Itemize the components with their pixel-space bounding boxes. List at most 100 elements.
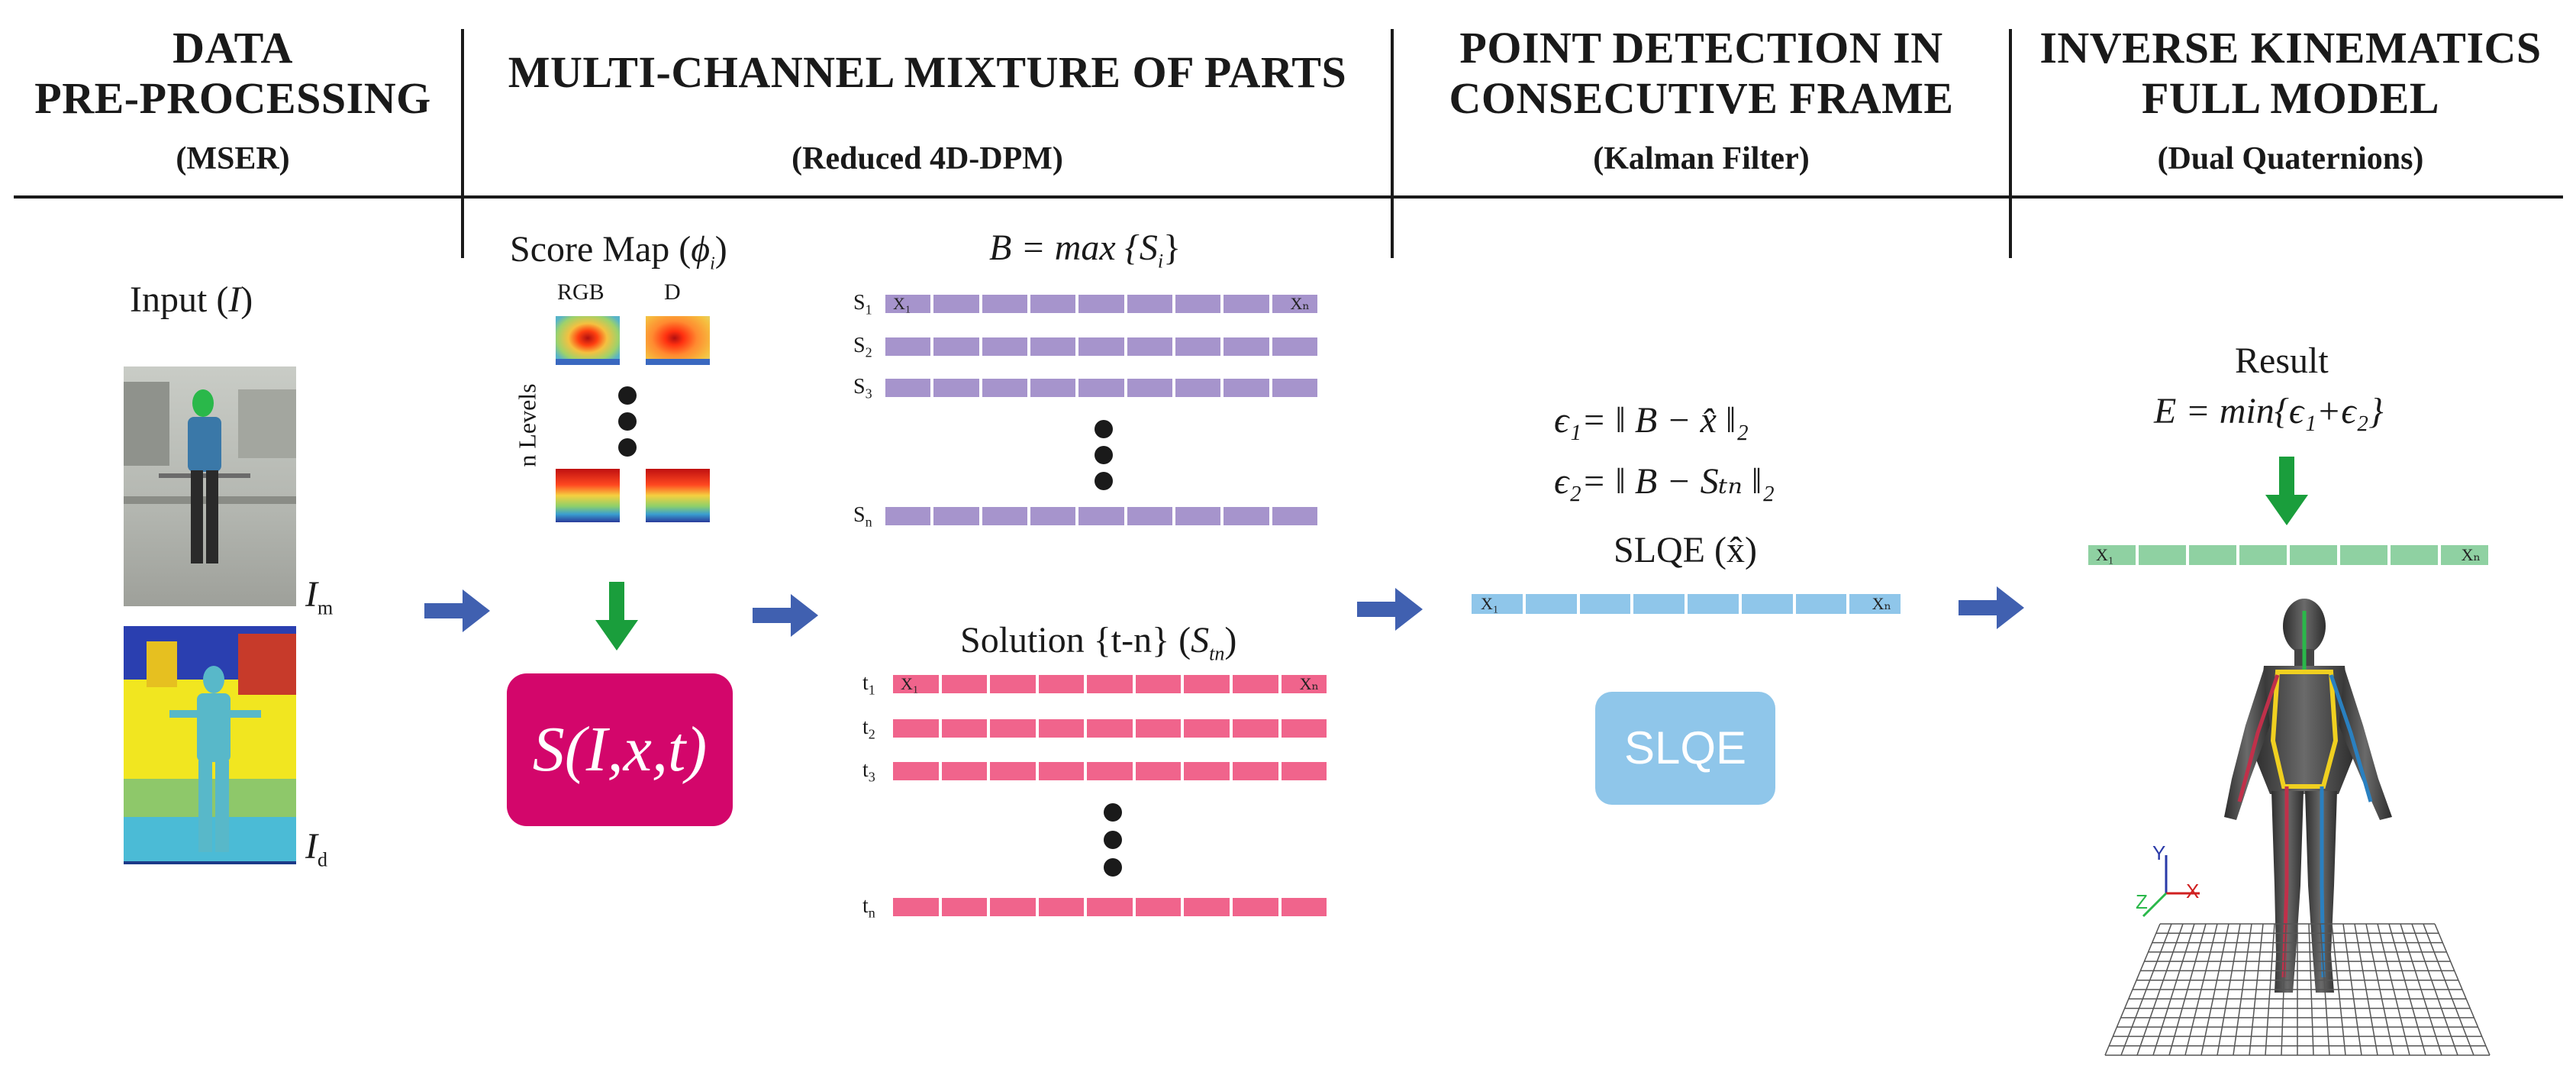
best-label: B = max {Si} (989, 228, 1181, 283)
time_rows-segment (1087, 719, 1133, 738)
time_rows-segment (1184, 898, 1230, 916)
score_rows-segment (1030, 337, 1076, 356)
slqe-label: SLQE (x̂) (1614, 530, 1757, 570)
score_rows-segment (885, 379, 931, 397)
time-rows-dot-3 (1104, 858, 1122, 877)
axis-x-label: X (2186, 880, 2200, 902)
time_rows-segment (1184, 762, 1230, 780)
input-label-close: ) (240, 279, 253, 320)
score-map-var: ϕ (691, 229, 711, 270)
best-label-text: B = max {S (989, 228, 1158, 268)
time-rows-dot-1 (1104, 803, 1122, 822)
score_rows-segment (982, 507, 1027, 525)
time_rows-segment (990, 719, 1036, 738)
score_rows-segment (1272, 379, 1317, 397)
time_rows-segment (1281, 762, 1327, 780)
time_rows-segment (990, 762, 1036, 780)
solution-label-text: Solution {t-n} ( (960, 620, 1191, 660)
input-label-text: Input ( (130, 279, 229, 320)
header-point-detection-sub: (Kalman Filter) (1593, 141, 1810, 176)
time_rows-segment (893, 719, 939, 738)
slqe-bar-seg (1633, 594, 1685, 614)
score-map-dot-3 (618, 438, 637, 457)
result-bar-seg (2340, 545, 2387, 565)
time_rows-segment (990, 675, 1036, 693)
header-preprocessing-sub: (MSER) (176, 141, 290, 176)
slqe-bar-seg (1579, 594, 1631, 614)
flow-arrow-3 (1357, 588, 1423, 631)
result-bar-seg: Xₙ (2441, 545, 2488, 565)
time_rows-segment: X₁ (893, 675, 939, 693)
score_rows-segment (982, 295, 1027, 313)
down-arrow-score (595, 582, 638, 651)
s-function-box: S(I,x,t) (507, 673, 733, 826)
slqe-box: SLQE (1595, 692, 1775, 805)
depth-image (124, 626, 296, 864)
score_rows-segment (1175, 337, 1221, 356)
slqe-bar-seg: Xₙ (1849, 594, 1901, 614)
score-rows-dot-1 (1095, 420, 1113, 438)
header-point-detection-line1: POINT DETECTION IN (1459, 23, 1943, 73)
header-inverse-kinematics-sub: (Dual Quaternions) (2157, 141, 2424, 176)
axes-gizmo (2142, 855, 2200, 918)
depth-image-var: I (305, 826, 318, 867)
time_rows-segment (1087, 898, 1133, 916)
header-inverse-kinematics: INVERSE KINEMATICS FULL MODEL (2012, 23, 2569, 124)
score-map-level-n-rgb (556, 469, 620, 522)
slqe-bar-seg (1688, 594, 1739, 614)
time_rows-segment (1087, 762, 1133, 780)
score_rows-segment (1127, 337, 1172, 356)
time_rows-segment (1232, 719, 1278, 738)
score-rows-dot-3 (1095, 472, 1113, 490)
slqe-bar-seg: X₁ (1472, 594, 1523, 614)
score_rows-label-3: S3 (853, 375, 872, 402)
axis-y-label: Y (2152, 841, 2166, 864)
time_rows-segment (1135, 675, 1182, 693)
col-divider-3 (2009, 29, 2012, 258)
score_rows-bar-2 (885, 337, 1317, 356)
time_rows-segment (1038, 898, 1085, 916)
score_rows-segment (1175, 379, 1221, 397)
time_rows-segment (990, 898, 1036, 916)
time_rows-label-2: t2 (862, 715, 875, 742)
time_rows-segment (1184, 719, 1230, 738)
result-bar-seg (2139, 545, 2186, 565)
score-map-label: Score Map (ϕi) (510, 229, 727, 285)
flow-arrow-4 (1959, 586, 2024, 629)
time_rows-segment (941, 762, 988, 780)
score-map-rgb-heatmap (556, 316, 620, 365)
result-bar-seg (2290, 545, 2337, 565)
s-function-label: S(I,x,t) (532, 714, 708, 785)
score_rows-segment (1272, 507, 1317, 525)
down-arrow-result (2265, 457, 2308, 525)
result-bar: X₁ Xₙ (2088, 545, 2488, 565)
score_rows-label-1: S1 (853, 291, 872, 318)
result-bar-last: Xₙ (2461, 545, 2481, 564)
header-inverse-kinematics-line2: FULL MODEL (2141, 73, 2440, 123)
equation-epsilon-1: ϵ₁= ‖ B − x̂ ‖₂ (1554, 400, 1749, 441)
solution-sub: tn (1209, 642, 1225, 665)
time_rows-bar-2 (893, 719, 1327, 738)
score_rows-segment (1030, 507, 1076, 525)
score_rows-segment (1127, 379, 1172, 397)
header-preprocessing-line2: PRE-PROCESSING (34, 73, 431, 123)
score_rows-bar-4 (885, 507, 1317, 525)
best-label-close: } (1163, 228, 1182, 268)
flow-arrow-2 (753, 594, 818, 637)
slqe-box-label: SLQE (1623, 722, 1747, 773)
score_rows-segment (1224, 507, 1269, 525)
header-mixture-sub: (Reduced 4D-DPM) (791, 141, 1063, 176)
score_rows-segment (1175, 507, 1221, 525)
result-bar-seg: X₁ (2088, 545, 2136, 565)
score-map-rgb-label: RGB (557, 279, 605, 305)
score_rows-segment (1030, 295, 1076, 313)
score-map-dot-1 (618, 386, 637, 405)
score_rows-segment (1078, 337, 1124, 356)
score_rows-label-2: S2 (853, 334, 872, 360)
header-preprocessing: DATA PRE-PROCESSING (8, 23, 458, 124)
score_rows-segment: Xₙ (1272, 295, 1317, 313)
solution-label: Solution {t-n} (Stn) (960, 620, 1236, 675)
time-rows-dot-2 (1104, 831, 1122, 849)
time_rows-segment (1038, 675, 1085, 693)
